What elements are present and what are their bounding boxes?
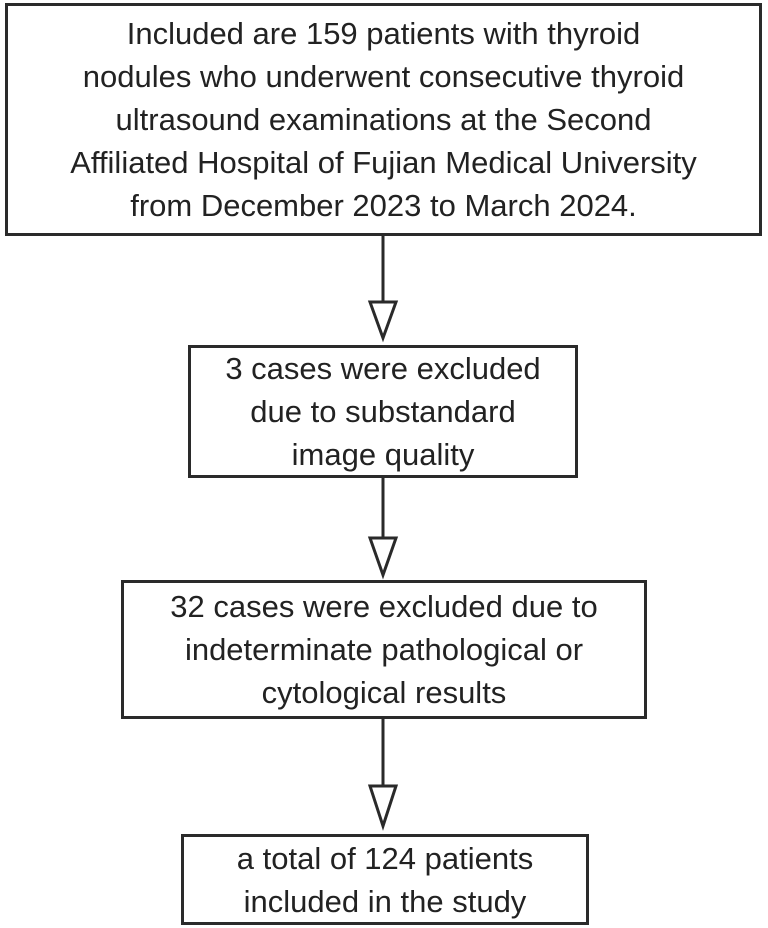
box-text: 3 cases were excluded due to substandard… xyxy=(225,351,541,472)
box-excluded-indeterminate: 32 cases were excluded due to indetermin… xyxy=(121,580,647,719)
arrow-1-head xyxy=(367,300,399,343)
box-text: a total of 124 patients included in the … xyxy=(236,840,534,919)
arrow-3-head xyxy=(367,784,399,831)
arrow-2-head xyxy=(367,536,399,580)
box-text: Included are 159 patients with thyroid n… xyxy=(70,16,697,223)
box-total-included: a total of 124 patients included in the … xyxy=(181,834,589,925)
box-excluded-image-quality: 3 cases were excluded due to substandard… xyxy=(188,345,578,478)
box-included-patients: Included are 159 patients with thyroid n… xyxy=(5,3,762,236)
box-text: 32 cases were excluded due to indetermin… xyxy=(170,589,598,710)
